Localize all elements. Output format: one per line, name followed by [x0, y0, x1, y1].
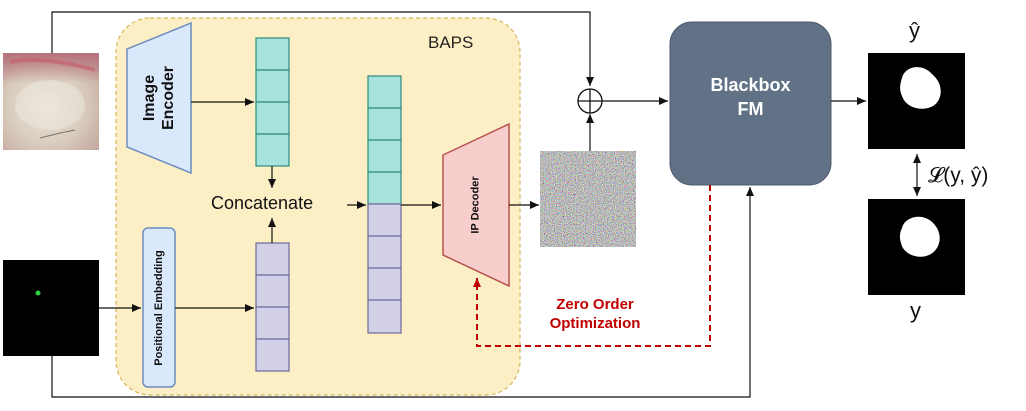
top-skip-connection [51, 11, 594, 86]
adder-node [577, 88, 603, 114]
image-encoder-label-line1: Image [140, 74, 158, 122]
loss-label: 𝓛(y, ŷ) [928, 164, 989, 187]
bottom-prompt-connection [51, 187, 754, 398]
prompt-embedding-column [255, 242, 290, 372]
predicted-mask-image [868, 53, 965, 149]
baps-region [115, 17, 521, 396]
image-embedding-column [255, 37, 290, 167]
positional-embedding-label-wrap: Positional Embedding [143, 228, 175, 387]
positional-embedding-label: Positional Embedding [153, 249, 166, 366]
image-encoder-label-line2: Encoder [159, 65, 177, 131]
zero-order-label: Zero Order Optimization [530, 295, 660, 333]
blackbox-fm-label: Blackbox FM [670, 73, 831, 121]
visual-prompt-noise [540, 151, 636, 247]
image-encoder-shape [126, 21, 192, 175]
combined-embedding-column [367, 75, 402, 334]
blackbox-fm-label-line2: FM [737, 99, 764, 119]
ip-decoder-shape [442, 122, 510, 288]
image-encoder-label: Image Encoder [126, 48, 192, 148]
blackbox-fm-label-line1: Blackbox [710, 75, 791, 95]
baps-title: BAPS [428, 33, 474, 52]
point-prompt-image [3, 260, 99, 356]
ip-decoder-label: IP Decoder [470, 176, 482, 234]
y-hat-label: ŷ [909, 18, 920, 43]
y-label: y [910, 298, 921, 323]
blackbox-fm-box [669, 21, 832, 186]
concatenate-label: Concatenate [211, 193, 314, 213]
input-image [3, 53, 99, 150]
ip-decoder-label-wrap: IP Decoder [445, 150, 507, 260]
zero-order-feedback-path [473, 185, 711, 347]
zero-order-label-line2: Optimization [549, 315, 641, 332]
zero-order-label-line1: Zero Order [556, 296, 634, 313]
ground-truth-mask-image [868, 199, 965, 295]
